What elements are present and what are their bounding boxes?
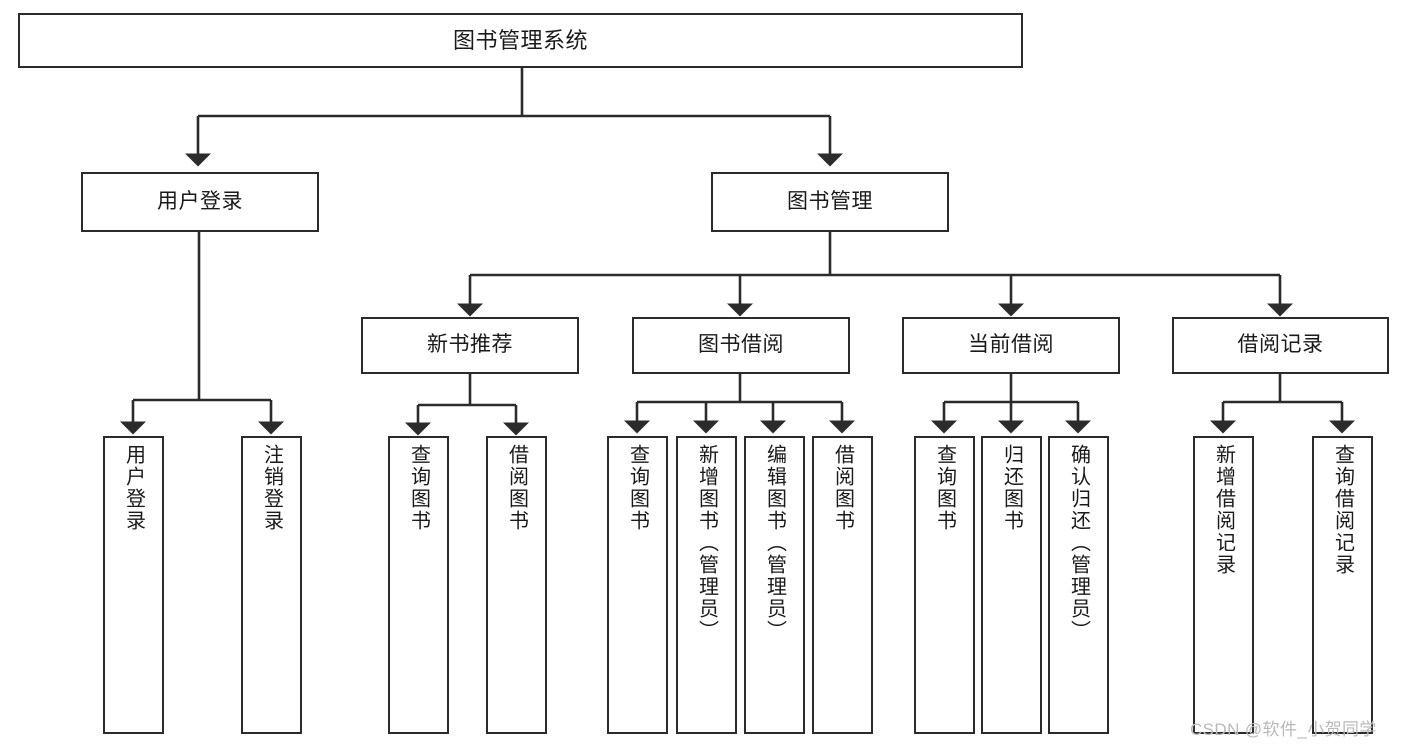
leaf-return-book[interactable]: 归还图书	[981, 436, 1042, 734]
node-user-login[interactable]: 用户登录	[81, 172, 319, 232]
leaf-query-book-recommend[interactable]: 查询图书	[388, 436, 449, 734]
node-label: 查询图书	[407, 444, 430, 532]
node-label: 图书借阅	[698, 333, 784, 357]
node-root-system[interactable]: 图书管理系统	[18, 13, 1023, 68]
node-new-book-recommend[interactable]: 新书推荐	[361, 317, 579, 374]
leaf-confirm-return-admin[interactable]: 确认归还（管理员）	[1048, 436, 1109, 734]
node-label: 借阅图书	[831, 444, 854, 532]
node-label: 用户登录	[157, 189, 243, 213]
leaf-borrow-book-recommend[interactable]: 借阅图书	[486, 436, 547, 734]
leaf-edit-book-admin[interactable]: 编辑图书（管理员）	[744, 436, 805, 734]
node-book-borrow[interactable]: 图书借阅	[632, 317, 850, 374]
node-label: 确认归还（管理员）	[1067, 444, 1090, 642]
node-label: 当前借阅	[968, 333, 1054, 357]
leaf-query-book-borrow[interactable]: 查询图书	[607, 436, 668, 734]
leaf-query-borrow-record[interactable]: 查询借阅记录	[1312, 436, 1373, 734]
node-label: 借阅图书	[505, 444, 528, 532]
node-label: 新书推荐	[427, 333, 513, 357]
node-borrow-records[interactable]: 借阅记录	[1172, 317, 1389, 374]
node-label: 注销登录	[260, 444, 283, 532]
node-label: 编辑图书（管理员）	[763, 444, 786, 642]
node-label: 查询图书	[933, 444, 956, 532]
leaf-query-book-current[interactable]: 查询图书	[914, 436, 975, 734]
node-label: 新增借阅记录	[1212, 444, 1235, 576]
leaf-add-borrow-record[interactable]: 新增借阅记录	[1193, 436, 1254, 734]
leaf-borrow-book[interactable]: 借阅图书	[812, 436, 873, 734]
node-book-management[interactable]: 图书管理	[711, 172, 949, 232]
leaf-user-login[interactable]: 用户登录	[103, 436, 164, 734]
node-label: 图书管理	[787, 189, 873, 213]
node-label: 新增图书（管理员）	[695, 444, 718, 642]
node-current-borrow[interactable]: 当前借阅	[902, 317, 1120, 374]
node-label: 图书管理系统	[452, 27, 588, 53]
node-label: 查询图书	[626, 444, 649, 532]
node-label: 用户登录	[122, 444, 145, 532]
leaf-add-book-admin[interactable]: 新增图书（管理员）	[676, 436, 737, 734]
node-label: 归还图书	[1000, 444, 1023, 532]
leaf-logout[interactable]: 注销登录	[241, 436, 302, 734]
node-label: 借阅记录	[1237, 333, 1324, 357]
node-label: 查询借阅记录	[1331, 444, 1354, 576]
